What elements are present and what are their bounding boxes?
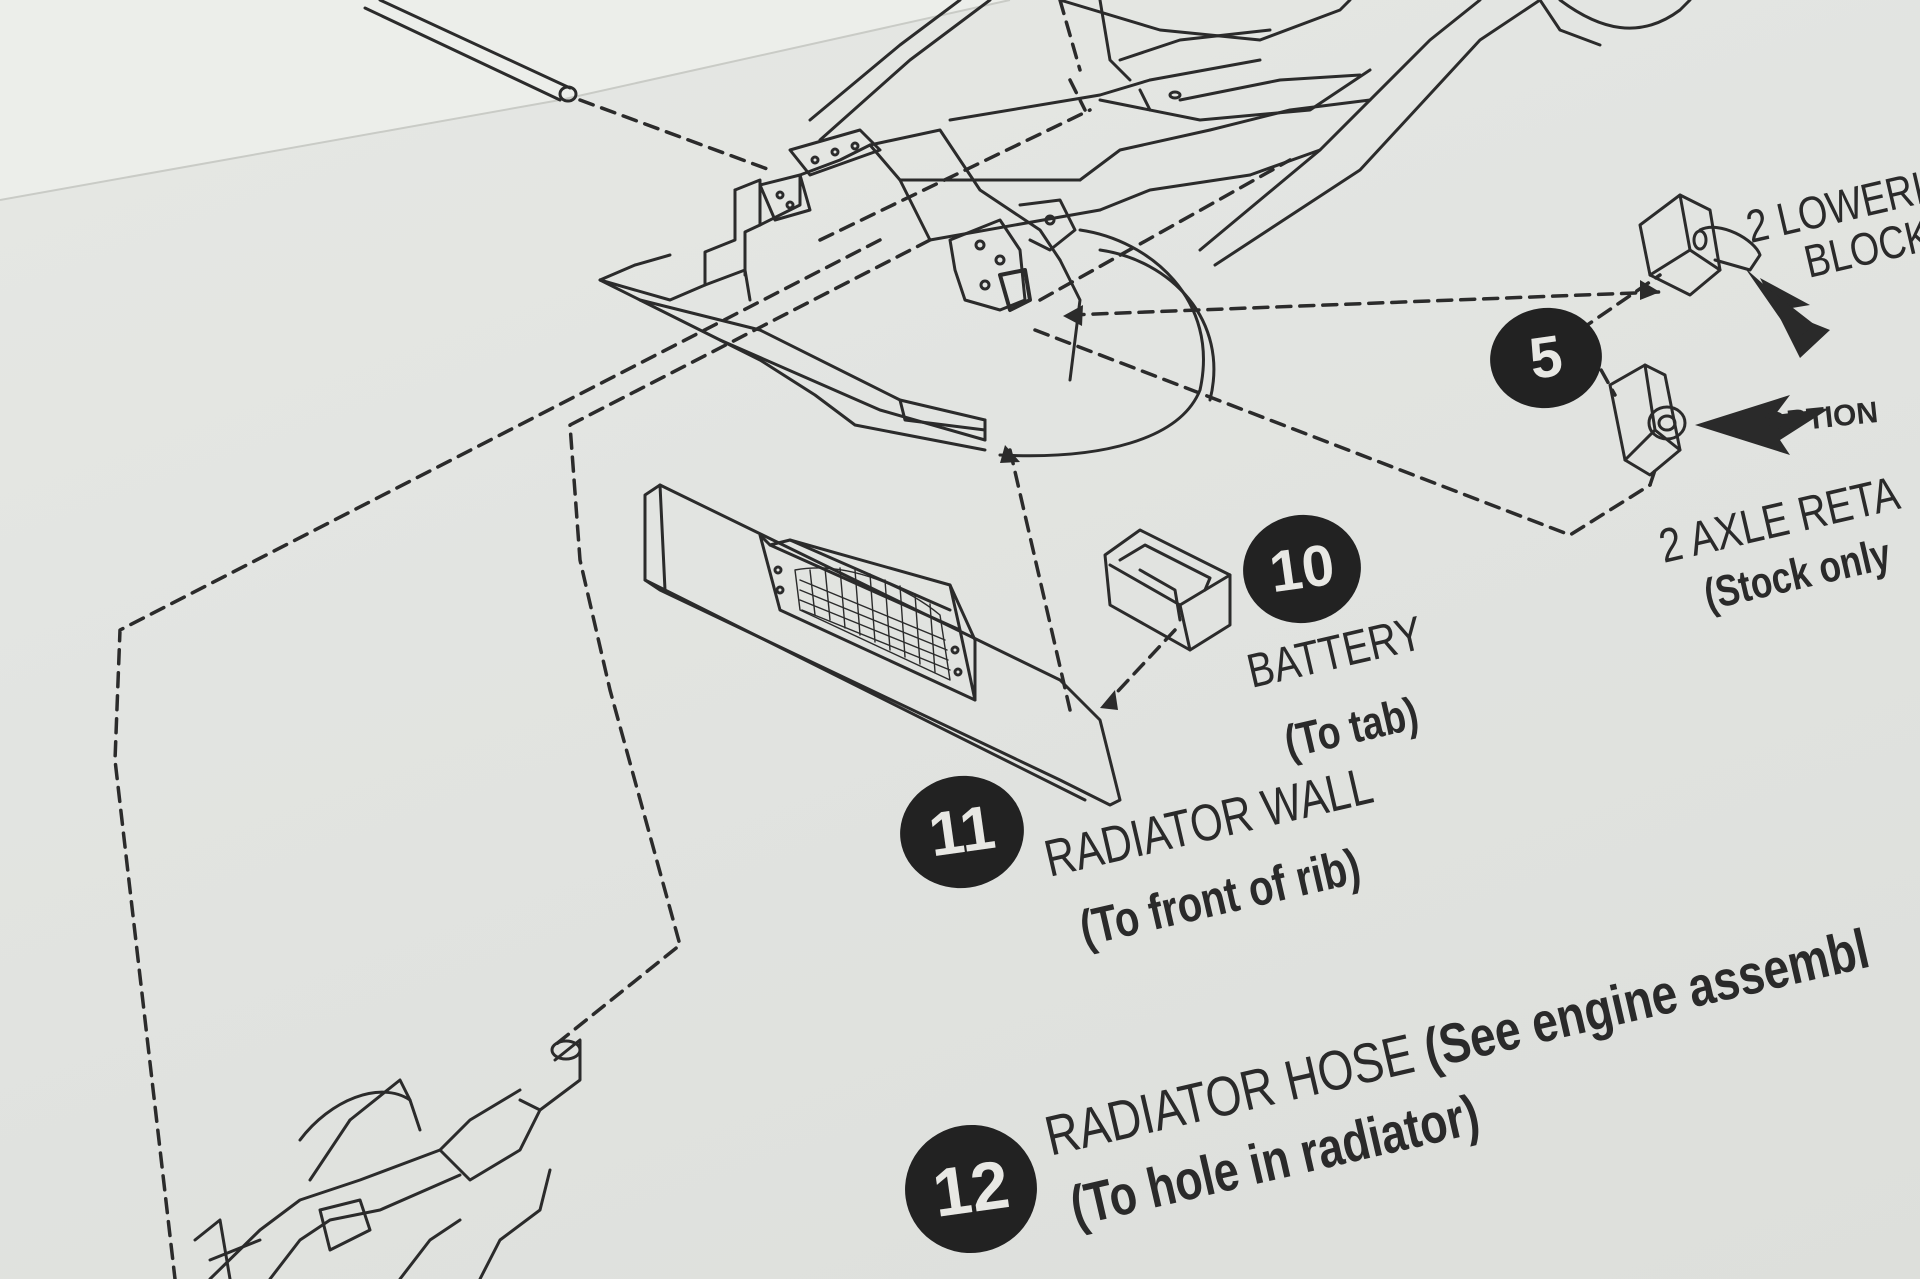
battery-part	[1103, 528, 1232, 652]
radiator-hose-part	[193, 1038, 582, 1279]
radiator-grille	[794, 567, 951, 681]
axle-retainer-part	[1608, 363, 1687, 477]
guide-arrowheads	[1000, 280, 1660, 710]
radiator-wall-part	[643, 483, 1122, 807]
rod-part	[363, 0, 578, 103]
option-arrows	[1695, 268, 1830, 455]
chassis-frame	[598, 0, 1692, 458]
assembly-guide-lines	[113, 0, 1662, 1279]
lowering-block-part	[1638, 193, 1762, 297]
